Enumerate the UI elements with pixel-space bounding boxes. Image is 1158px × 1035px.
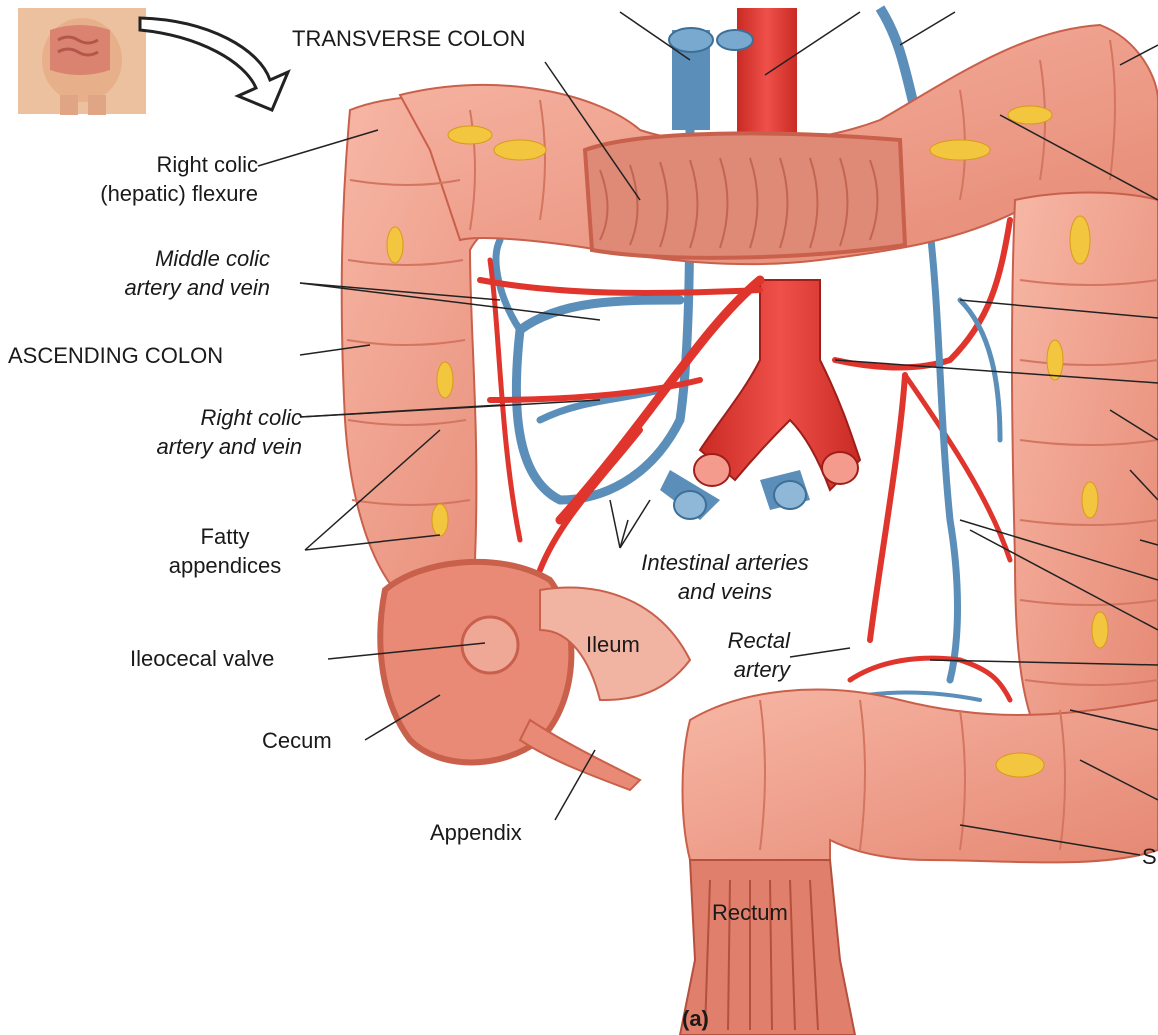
label-right-colic-flexure: Right colic (hepatic) flexure	[98, 150, 258, 208]
label-middle-colic-artery-vein: Middle colic artery and vein	[110, 244, 270, 302]
inset-arrow	[140, 18, 288, 110]
label-right-colic-artery-vein: Right colic artery and vein	[120, 403, 302, 461]
sigmoid-colon-shape	[683, 690, 1158, 863]
inset-body-thumbnail	[18, 8, 146, 115]
panel-label: (a)	[682, 1004, 709, 1033]
label-transverse-colon: TRANSVERSE COLON	[292, 24, 526, 53]
appendix-shape	[520, 720, 640, 790]
label-sigmoid-fragment: S	[1142, 842, 1157, 871]
label-fatty-appendices: Fatty appendices	[150, 522, 300, 580]
label-ileum: Ileum	[586, 630, 640, 659]
label-appendix: Appendix	[430, 818, 522, 847]
label-intestinal-arteries-veins: Intestinal arteries and veins	[610, 548, 840, 606]
label-ileocecal-valve: Ileocecal valve	[130, 644, 274, 673]
label-rectum: Rectum	[712, 898, 788, 927]
label-cecum: Cecum	[262, 726, 332, 755]
label-rectal-artery: Rectal artery	[690, 626, 790, 684]
label-ascending-colon: ASCENDING COLON	[8, 341, 223, 370]
